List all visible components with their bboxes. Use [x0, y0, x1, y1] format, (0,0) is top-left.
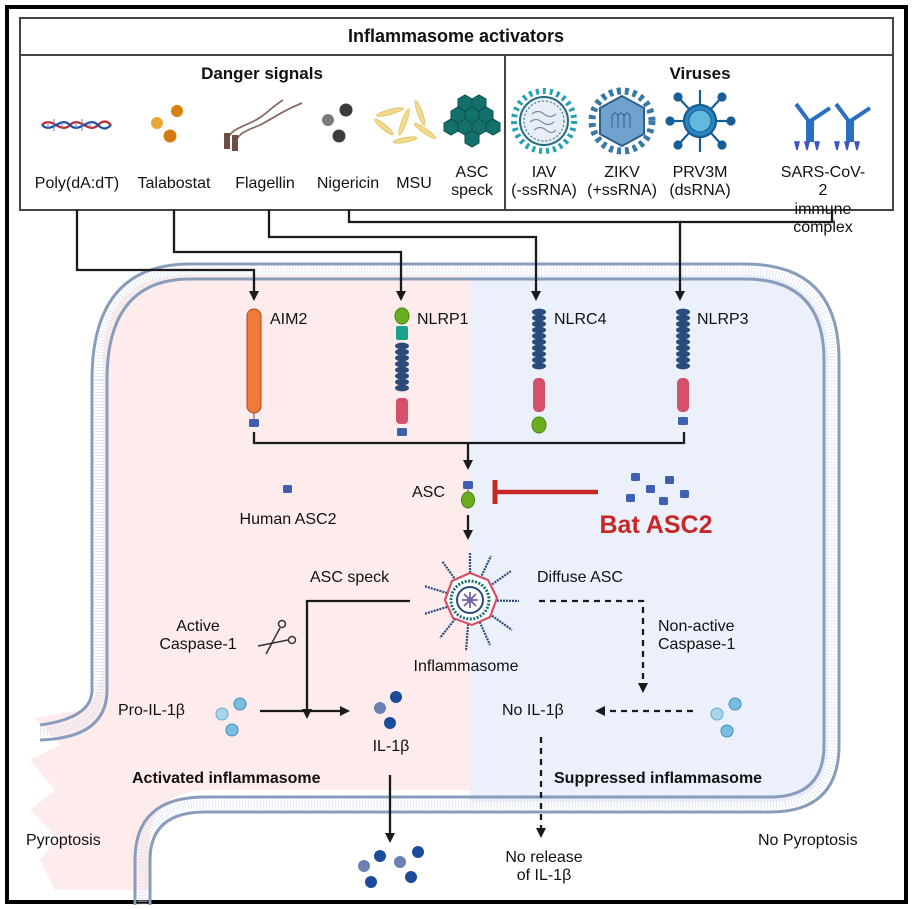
suppressed-inflammasome-title: Suppressed inflammasome: [554, 770, 763, 787]
virus-label: ZIKV (+ssRNA): [587, 164, 657, 200]
sensor-label-aim2: AIM2: [270, 311, 308, 328]
bat-asc2-inhibition: [492, 480, 598, 504]
diffuse-asc-label: Diffuse ASC: [537, 569, 623, 586]
no-pyroptosis-label: No Pyroptosis: [758, 832, 858, 849]
sensor-label-nlrp3: NLRP3: [697, 311, 749, 328]
no-release-label: No release of IL-1β: [505, 849, 583, 885]
danger-signal-label: Nigericin: [316, 175, 380, 192]
reovirus-icon: [665, 90, 736, 152]
asc-protein: [461, 481, 475, 509]
diffuse-asc-arrow: [539, 599, 648, 693]
cell-background: [30, 275, 828, 890]
influenza-virus-icon: [511, 88, 577, 154]
inflammasome-label: Inflammasome: [413, 658, 519, 675]
gray-molecules-icon: [322, 103, 353, 143]
sensor-to-asc-connector: [252, 432, 686, 470]
crystal-needles-icon: [374, 100, 437, 144]
activator-connectors: [75, 210, 834, 301]
orange-molecules-icon: [151, 105, 183, 143]
virus-label: IAV (-ssRNA): [511, 164, 577, 200]
bat-asc2-molecules: [626, 473, 689, 505]
no-il1b-label: No IL-1β: [502, 702, 564, 719]
virus-label: PRV3M (dsRNA): [669, 164, 731, 200]
aim2-sensor: [246, 308, 262, 427]
human-asc2-icon: [283, 485, 292, 493]
bat-asc2-label: Bat ASC2: [599, 511, 713, 539]
zika-virus-icon: [588, 87, 656, 155]
pro-il1b-label: Pro-IL-1β: [118, 702, 185, 719]
pyroptosis-label: Pyroptosis: [26, 832, 101, 849]
active-caspase-label: Active Caspase-1: [159, 618, 237, 654]
danger-signal-label: Poly(dA:dT): [34, 175, 120, 192]
activators-panel: [19, 17, 894, 211]
nonactive-caspase-label: Non-active Caspase-1: [658, 618, 736, 654]
danger-signal-label: MSU: [396, 175, 432, 192]
viruses-title: Viruses: [669, 64, 731, 83]
asc-speck-label: ASC speck: [310, 569, 390, 586]
danger-signal-label: Talabostat: [137, 175, 211, 192]
danger-signals-title: Danger signals: [201, 64, 323, 83]
cell-membrane: [39, 262, 841, 905]
nlrp1-sensor: [394, 307, 410, 436]
activators-title: Inflammasome activators: [347, 26, 565, 46]
flagellin-icon: [224, 99, 303, 151]
inflammasome-icon: [423, 552, 520, 652]
released-il1b-molecules: [358, 846, 424, 888]
nlrp3-sensor: [676, 308, 690, 425]
danger-signal-label: ASC speck: [451, 164, 493, 200]
virus-label: SARS-CoV-2 immune complex: [780, 164, 866, 237]
scissors-icon: [257, 619, 297, 655]
il1b-label: IL-1β: [372, 738, 410, 755]
human-asc2-label: Human ASC2: [239, 511, 337, 528]
asc-label: ASC: [412, 484, 445, 501]
il1b-molecules: [374, 691, 402, 729]
pro-il1b-molecules: [215, 697, 247, 737]
nlrc4-sensor: [531, 308, 547, 434]
activated-inflammasome-title: Activated inflammasome: [132, 770, 321, 787]
dna-icon: [41, 119, 112, 131]
sensor-label-nlrp1: NLRP1: [417, 311, 469, 328]
danger-signal-label: Flagellin: [235, 175, 295, 192]
sensor-label-nlrc4: NLRC4: [554, 311, 607, 328]
antibody-complex-icon: [794, 102, 872, 151]
asc-speck-arrow: [302, 599, 410, 719]
unprocessed-pro-il1b-molecules: [710, 697, 742, 738]
hexagon-cluster-icon: [443, 94, 501, 148]
